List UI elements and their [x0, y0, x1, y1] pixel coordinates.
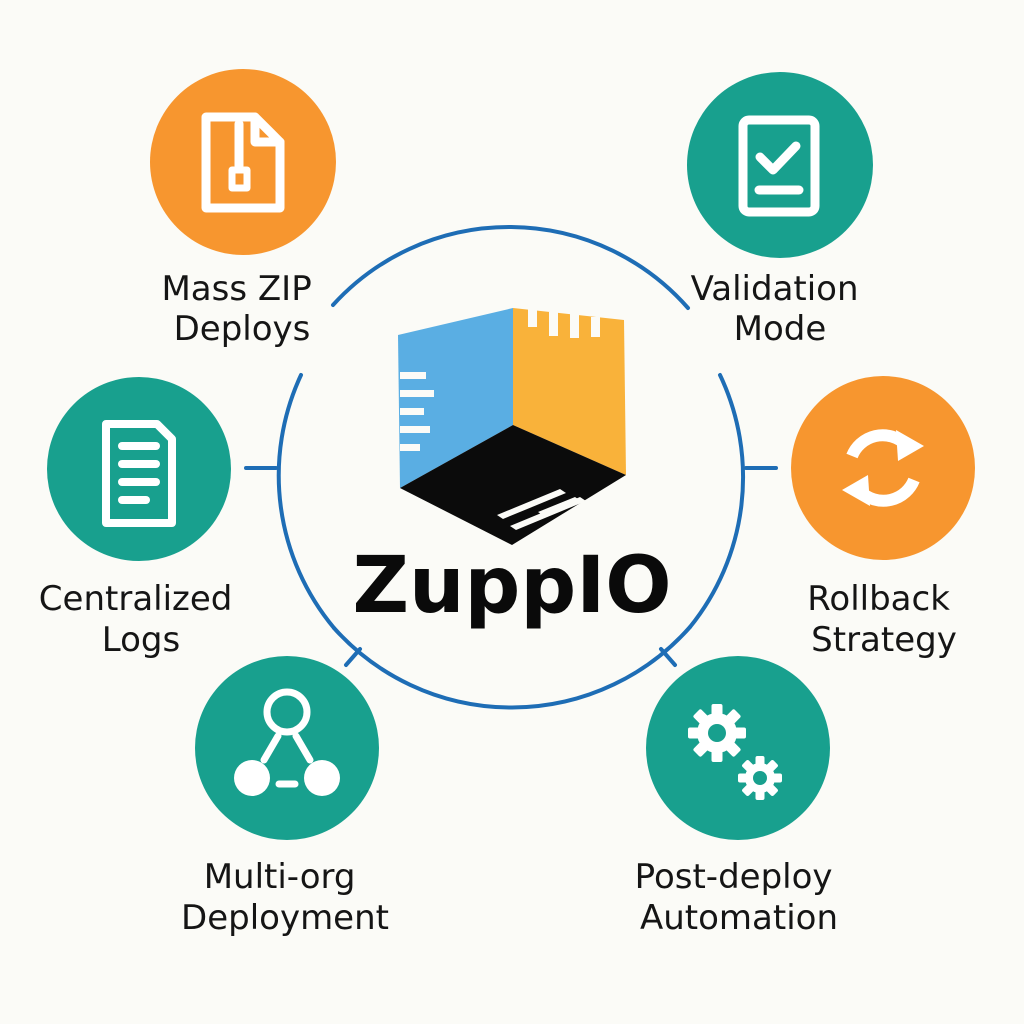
feature-label-line2: Mode	[734, 309, 827, 349]
feature-label-line2: Logs	[102, 620, 180, 660]
feature-label-line2: Deploys	[174, 309, 311, 349]
feature-circle	[47, 377, 231, 561]
gears-icon	[688, 704, 782, 800]
gear-tooth	[755, 756, 765, 766]
cube-left-face	[398, 308, 513, 488]
cube-left-stripes	[400, 372, 434, 451]
feature-label-line1: Centralized	[39, 579, 233, 619]
refresh-icon	[842, 429, 924, 507]
gear-tooth	[742, 784, 754, 796]
ring-arc-top	[331, 225, 690, 310]
checklist-icon	[738, 115, 820, 217]
gear-tooth	[711, 704, 723, 716]
gear-tooth	[742, 760, 754, 772]
gear-tooth	[711, 750, 723, 762]
feature-circle	[195, 656, 379, 840]
gear-tooth	[772, 773, 782, 783]
ring-tick-bottom-right	[659, 647, 677, 667]
cube-right-face	[513, 308, 626, 475]
zip-file-icon	[201, 112, 285, 213]
feature-rollback-strategy: Rollback Strategy	[791, 376, 975, 660]
feature-label-line1: Post-deploy	[635, 857, 833, 897]
cube-bottom-face	[400, 425, 626, 545]
gear-tooth	[725, 709, 741, 725]
ring-arc-bottom	[332, 625, 692, 710]
feature-mass-zip-deploys: Mass ZIP Deploys	[150, 69, 336, 349]
svg-text:Multi-org Deployment: Multi-org Deployment	[181, 857, 389, 938]
feature-label-line1: Mass ZIP	[161, 269, 311, 309]
brand-name: ZuppIO	[352, 541, 671, 631]
gear-tooth	[688, 727, 700, 739]
gear-tooth	[766, 784, 778, 796]
feature-label-line1: Validation	[691, 269, 859, 309]
gear-tooth	[755, 790, 765, 800]
feature-label-line1: Rollback	[807, 579, 950, 619]
feature-circle	[791, 376, 975, 560]
gear-tooth	[738, 773, 748, 783]
central-ring	[244, 225, 778, 710]
feature-label-line2: Strategy	[811, 620, 957, 660]
svg-text:Post-deploy Automation: Post-deploy Automation	[635, 857, 844, 938]
feature-label-line1: Multi-org	[204, 857, 356, 897]
gear-tooth	[766, 760, 778, 772]
svg-text:Validation Mode: Validation Mode	[691, 269, 870, 349]
feature-centralized-logs: Centralized Logs	[39, 377, 243, 660]
ring-tick-bottom-left	[344, 647, 362, 667]
svg-text:Centralized Logs: Centralized Logs	[39, 579, 243, 660]
document-icon	[102, 420, 176, 527]
svg-text:Mass ZIP Deploys: Mass ZIP Deploys	[161, 269, 322, 349]
feature-label-line2: Deployment	[181, 898, 389, 938]
svg-text:Rollback Strategy: Rollback Strategy	[807, 579, 960, 660]
ring-arc-left	[276, 373, 336, 630]
gear-tooth	[725, 741, 741, 757]
ring-arc-right	[688, 373, 746, 629]
cube-bottom-stripes	[497, 489, 586, 530]
network-icon	[234, 688, 340, 796]
feature-validation-mode: Validation Mode	[687, 72, 873, 349]
feature-label-line2: Automation	[640, 898, 838, 938]
cube-right-notches	[528, 309, 600, 338]
feature-post-deploy-automation: Post-deploy Automation	[635, 656, 844, 938]
gear-tooth	[693, 741, 709, 757]
feature-multi-org-deployment: Multi-org Deployment	[181, 656, 389, 938]
gear-tooth	[693, 709, 709, 725]
zuppio-logo-cube-icon	[398, 308, 626, 545]
gear-tooth	[734, 727, 746, 739]
